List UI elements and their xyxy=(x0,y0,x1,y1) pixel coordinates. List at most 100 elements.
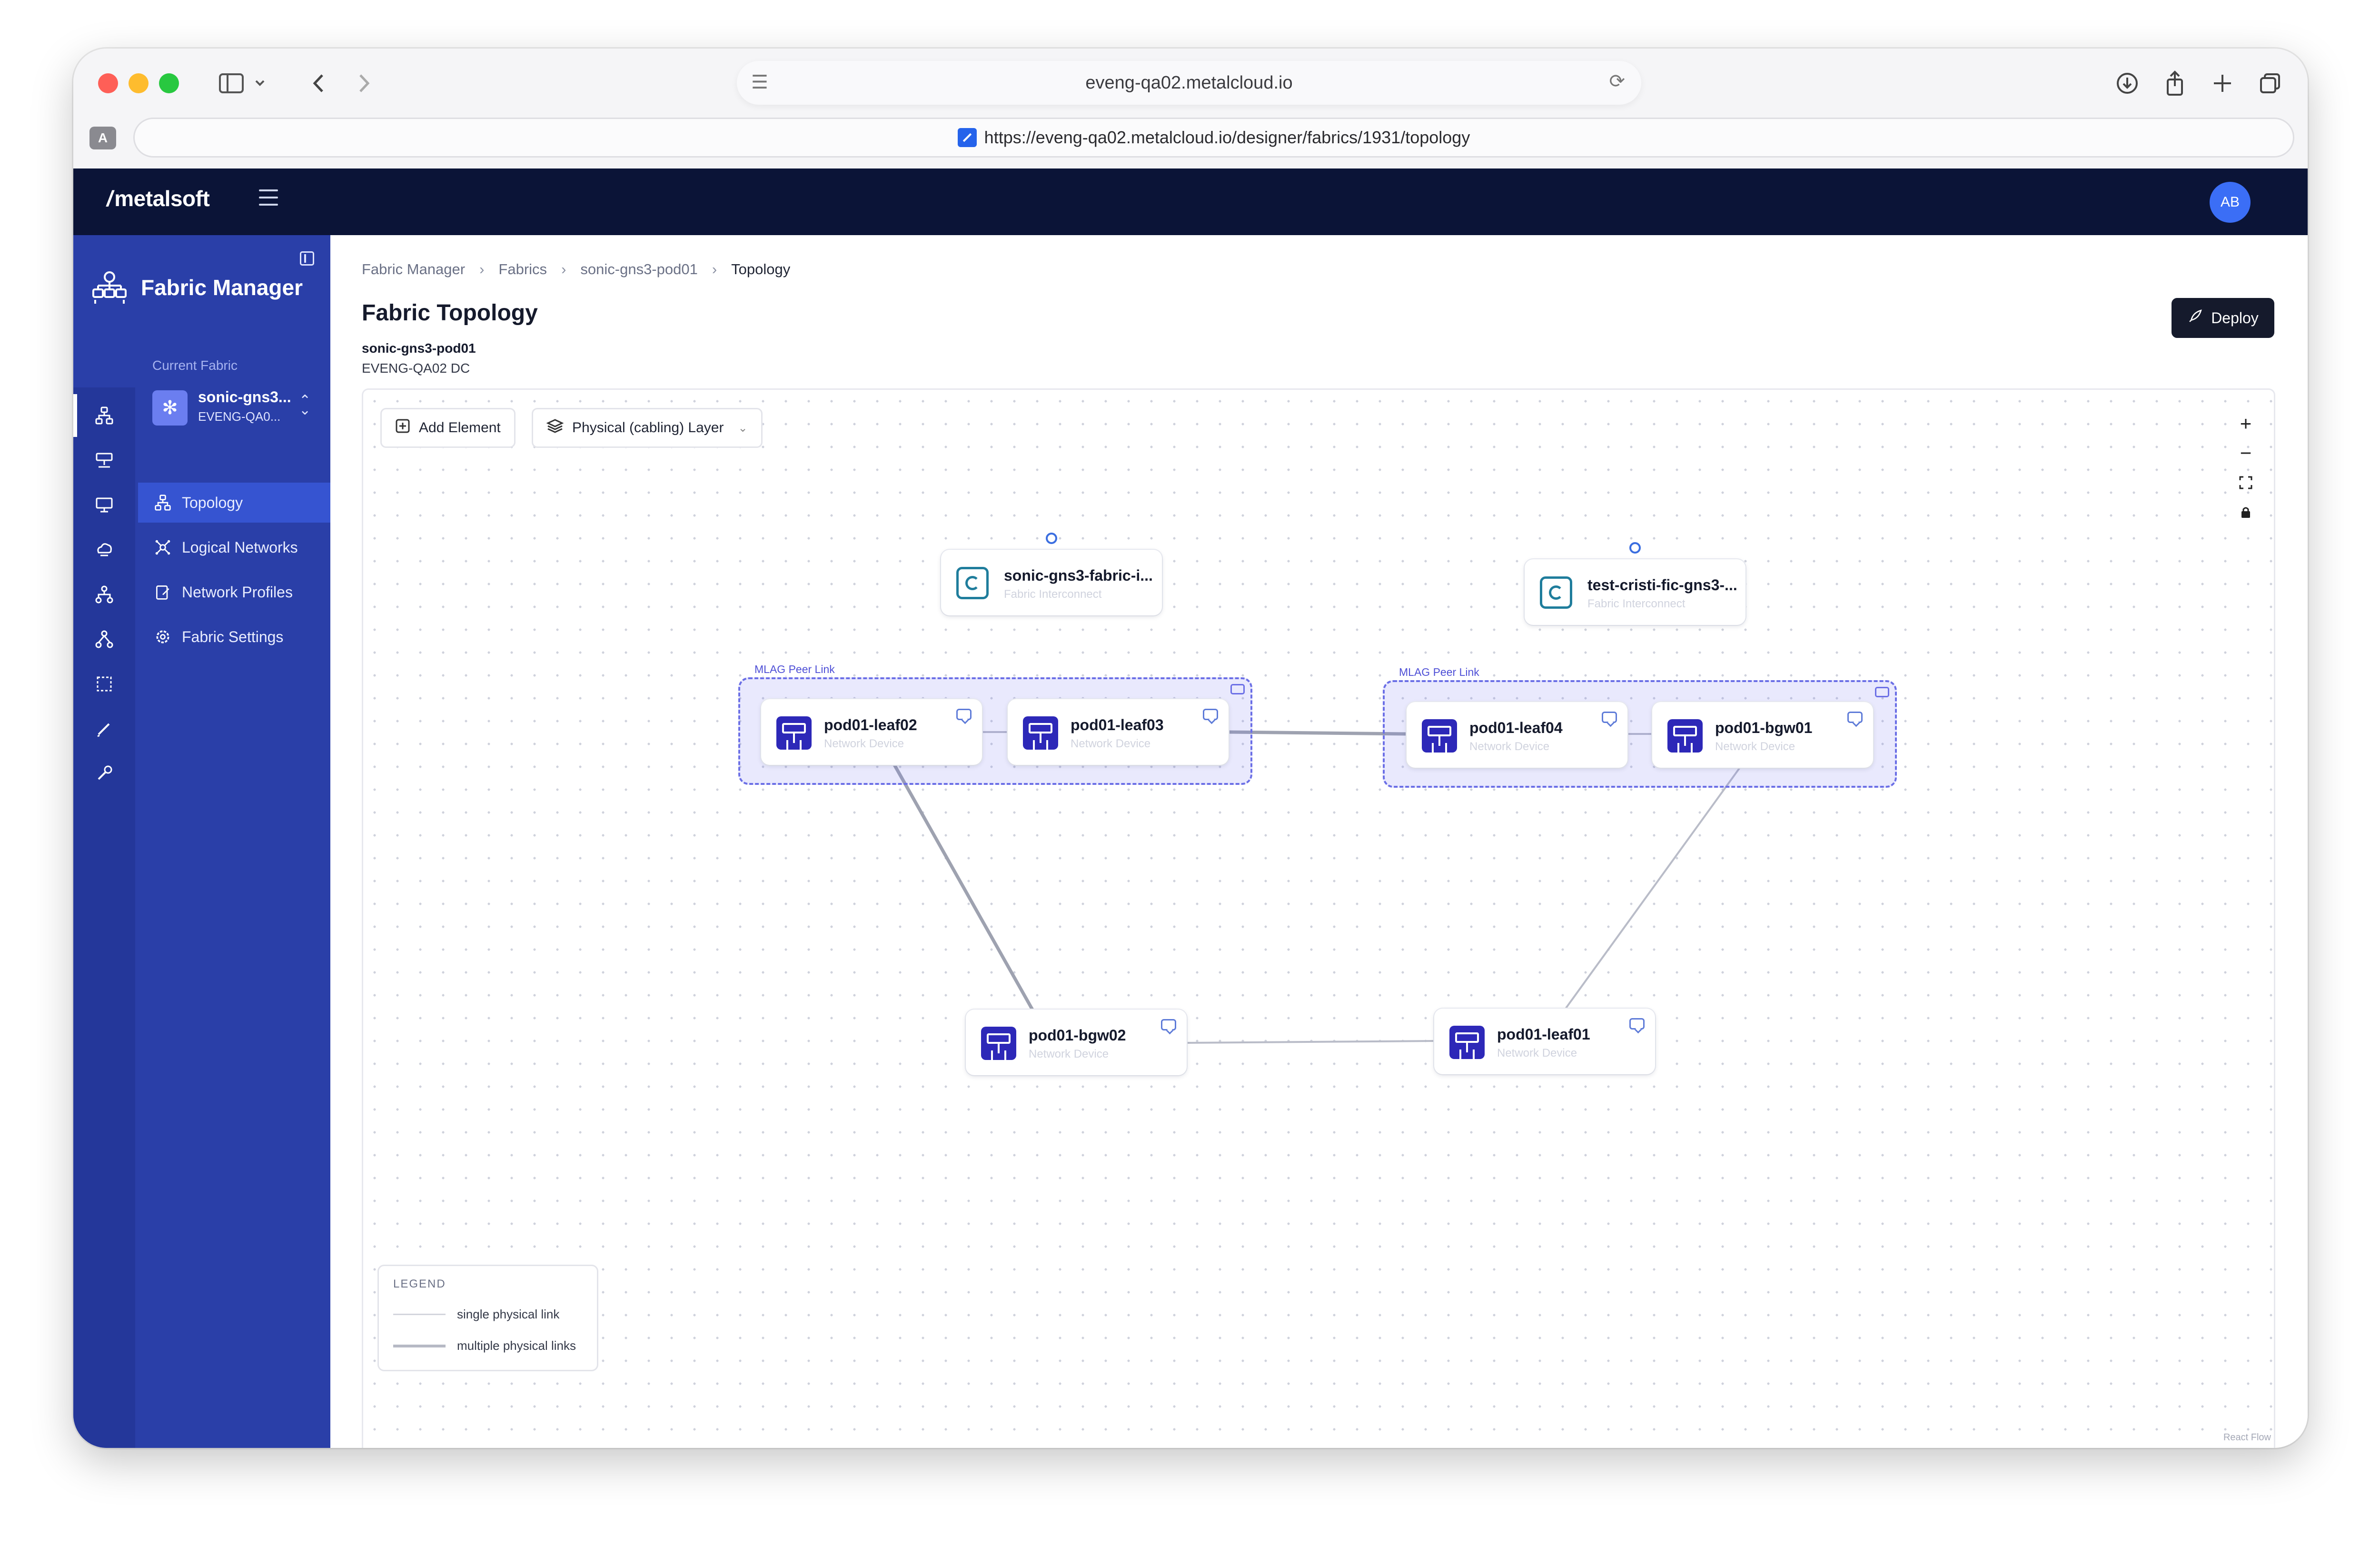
back-icon[interactable] xyxy=(297,62,340,105)
breadcrumb-fabrics[interactable]: Fabrics xyxy=(498,261,547,277)
comment-icon[interactable] xyxy=(1629,1018,1645,1030)
deploy-button[interactable]: Deploy xyxy=(2172,298,2274,338)
rail-tools-icon[interactable] xyxy=(93,763,115,784)
connection-handle[interactable] xyxy=(1046,533,1057,544)
rail-servers-icon[interactable] xyxy=(93,449,115,471)
zoom-out-icon[interactable]: − xyxy=(2240,442,2252,464)
sidebar-item-label: Network Profiles xyxy=(182,583,293,601)
sidebar-item-label: Logical Networks xyxy=(182,538,298,556)
node-pod01-leaf03[interactable]: pod01-leaf03 Network Device xyxy=(1008,699,1229,765)
chevron-right-icon: › xyxy=(712,261,717,277)
brand-logo[interactable]: /metalsoft xyxy=(107,186,210,211)
link-bgw02-leaf01[interactable] xyxy=(1186,1040,1435,1044)
maximize-window-button[interactable] xyxy=(159,73,179,93)
comment-icon[interactable] xyxy=(1230,684,1245,694)
brand-name: metalsoft xyxy=(114,186,210,211)
rail-hierarchy-icon[interactable] xyxy=(93,628,115,650)
app-topbar: /metalsoft AB xyxy=(73,168,2308,235)
layers-icon xyxy=(546,418,564,437)
node-fabric-interconnect-1[interactable]: sonic-gns3-fabric-i... Fabric Interconne… xyxy=(941,533,1162,615)
current-fabric-label: Current Fabric xyxy=(152,358,238,373)
minimize-window-button[interactable] xyxy=(129,73,149,93)
network-device-icon xyxy=(1667,719,1703,753)
topology-canvas[interactable]: Add Element Physical (cabling) Layer ⌄ +… xyxy=(362,388,2275,1448)
download-icon[interactable] xyxy=(2106,62,2149,105)
comment-icon[interactable] xyxy=(1875,687,1889,697)
mlag-group-label: MLAG Peer Link xyxy=(1396,666,1482,679)
topology-icon xyxy=(153,493,172,512)
plus-square-icon xyxy=(395,418,410,437)
rail-selection-icon[interactable] xyxy=(93,673,115,695)
comment-icon[interactable] xyxy=(1847,712,1863,723)
node-title: pod01-leaf01 xyxy=(1497,1026,1590,1043)
rail-topology-icon[interactable] xyxy=(73,394,115,437)
node-pod01-bgw02[interactable]: pod01-bgw02 Network Device xyxy=(966,1010,1187,1075)
sidebar-item-fabric-settings[interactable]: Fabric Settings xyxy=(135,617,330,657)
chevron-right-icon: › xyxy=(561,261,566,277)
gear-icon xyxy=(153,627,172,646)
fabric-manager-icon xyxy=(92,271,127,304)
share-icon[interactable] xyxy=(2153,62,2196,105)
connection-handle[interactable] xyxy=(1629,542,1641,554)
forward-icon[interactable] xyxy=(343,62,386,105)
close-window-button[interactable] xyxy=(98,73,118,93)
rail-monitor-icon[interactable] xyxy=(93,494,115,516)
sidebar-header: Fabric Manager xyxy=(90,268,303,307)
menu-icon[interactable] xyxy=(259,189,278,207)
node-pod01-bgw01[interactable]: pod01-bgw01 Network Device xyxy=(1652,702,1873,768)
url-text: https://eveng-qa02.metalcloud.io/designe… xyxy=(984,128,1470,147)
new-tab-icon[interactable] xyxy=(2201,62,2244,105)
breadcrumb-fabric-manager[interactable]: Fabric Manager xyxy=(362,261,466,277)
network-profiles-icon xyxy=(153,583,172,602)
link-bgw01-leaf01[interactable] xyxy=(1565,767,1741,1010)
sidebar-item-logical-networks[interactable]: Logical Networks xyxy=(135,527,330,567)
node-title: test-cristi-fic-gns3-... xyxy=(1587,576,1737,594)
layer-select[interactable]: Physical (cabling) Layer ⌄ xyxy=(532,408,763,448)
address-domain: eveng-qa02.metalcloud.io xyxy=(1085,72,1293,93)
comment-icon[interactable] xyxy=(1203,709,1218,720)
breadcrumb-current: Topology xyxy=(731,261,791,277)
node-pod01-leaf01[interactable]: pod01-leaf01 Network Device xyxy=(1434,1009,1655,1074)
collapse-sidebar-icon[interactable] xyxy=(300,251,314,266)
network-device-icon xyxy=(1449,1026,1485,1059)
link-leaf02-bgw02[interactable] xyxy=(892,764,1051,1041)
translate-reload-icon[interactable]: ⟳ xyxy=(1609,71,1625,92)
react-flow-attribution[interactable]: React Flow xyxy=(2223,1432,2271,1443)
sidebar-toggle-icon[interactable] xyxy=(208,62,280,105)
page-menu-icon[interactable]: ☰ xyxy=(751,72,768,93)
comment-icon[interactable] xyxy=(956,709,972,720)
zoom-controls: + − xyxy=(2235,409,2257,527)
chevron-down-icon: ⌄ xyxy=(738,421,748,435)
network-device-icon xyxy=(776,716,812,750)
network-device-icon xyxy=(981,1027,1016,1060)
node-fabric-interconnect-2[interactable]: test-cristi-fic-gns3-... Fabric Intercon… xyxy=(1525,542,1745,625)
topology-edges xyxy=(892,730,1741,1044)
node-subtitle: Network Device xyxy=(1497,1047,1577,1060)
comment-icon[interactable] xyxy=(1602,712,1617,723)
deploy-label: Deploy xyxy=(2211,309,2259,327)
sidebar-item-network-profiles[interactable]: Network Profiles xyxy=(135,572,330,612)
rail-network-icon[interactable] xyxy=(93,584,115,605)
comment-icon[interactable] xyxy=(1161,1019,1176,1030)
node-subtitle: Fabric Interconnect xyxy=(1004,588,1102,601)
logical-networks-icon xyxy=(153,538,172,557)
rail-pencil-icon[interactable] xyxy=(93,718,115,740)
lock-icon[interactable] xyxy=(2235,497,2257,527)
address-pill[interactable]: ☰ eveng-qa02.metalcloud.io ⟳ xyxy=(737,61,1641,105)
tab-overview-icon[interactable] xyxy=(2249,62,2291,105)
url-bar[interactable]: https://eveng-qa02.metalcloud.io/designe… xyxy=(133,118,2294,158)
fit-view-icon[interactable] xyxy=(2235,468,2257,497)
user-avatar[interactable]: AB xyxy=(2210,182,2251,223)
rail-cloud-icon[interactable] xyxy=(93,539,115,561)
node-pod01-leaf02[interactable]: pod01-leaf02 Network Device xyxy=(761,699,982,765)
page-title: Fabric Topology xyxy=(362,300,538,326)
node-pod01-leaf04[interactable]: pod01-leaf04 Network Device xyxy=(1407,702,1627,768)
link-leaf03-leaf04[interactable] xyxy=(1228,730,1407,736)
current-fabric-selector[interactable]: ✻ sonic-gns3... EVENG-QA0... ⌃⌄ xyxy=(152,386,314,439)
sidebar-item-topology[interactable]: Topology xyxy=(135,483,330,523)
legend-single-label: single physical link xyxy=(457,1307,560,1321)
zoom-in-icon[interactable]: + xyxy=(2240,412,2252,435)
add-element-button[interactable]: Add Element xyxy=(380,408,516,448)
profile-badge[interactable]: A xyxy=(89,127,116,149)
breadcrumb-fabric[interactable]: sonic-gns3-pod01 xyxy=(580,261,698,277)
